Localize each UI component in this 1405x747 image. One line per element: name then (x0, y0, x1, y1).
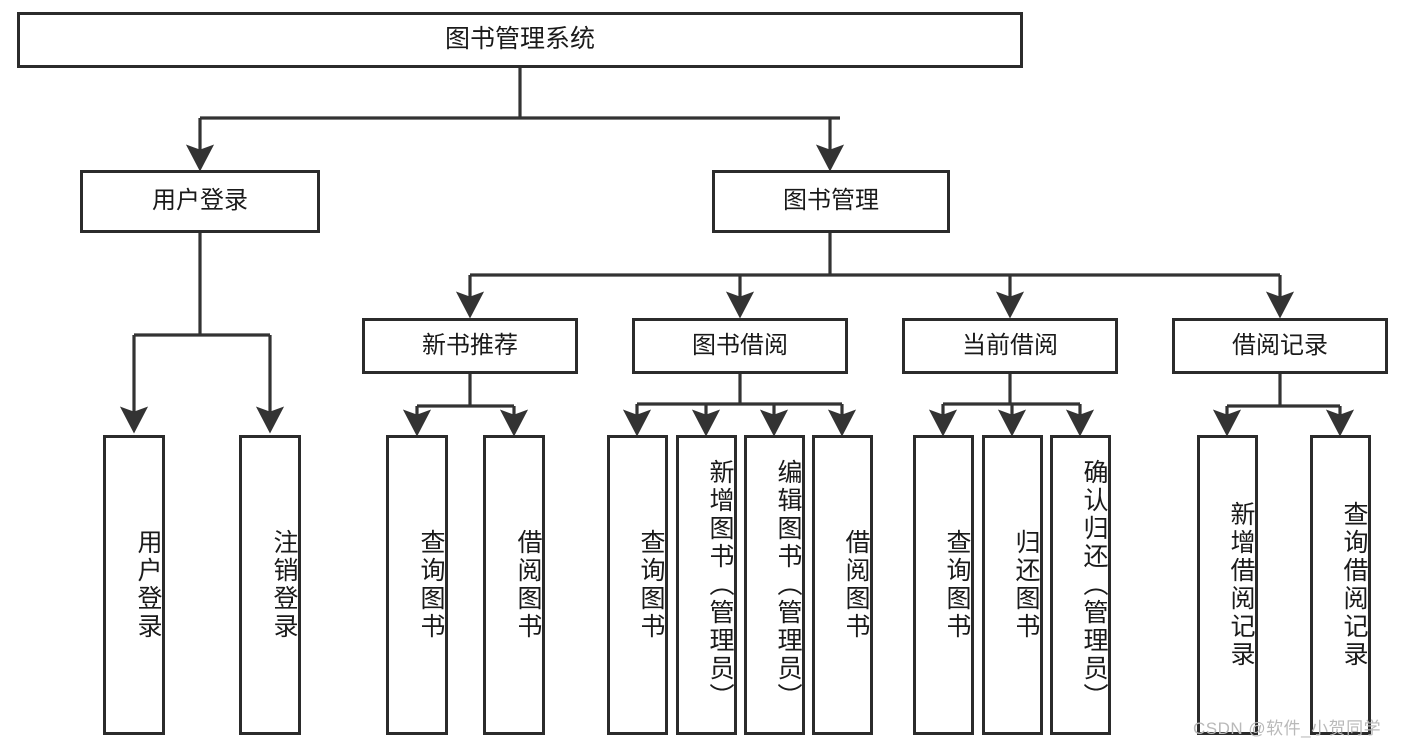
node-root-label: 图书管理系统 (444, 25, 595, 54)
node-book-manage-label: 图书管理 (783, 187, 879, 215)
node-leaf-logout-label: 注销登录 (270, 529, 298, 641)
node-leaf-edit-book[interactable]: 编辑图书（管理员） (744, 435, 805, 735)
node-leaf-add-record[interactable]: 新增借阅记录 (1197, 435, 1258, 735)
node-leaf-borrow-book-2-label: 借阅图书 (842, 529, 870, 641)
node-leaf-user-login-label: 用户登录 (134, 529, 162, 641)
node-leaf-query-book-1-label: 查询图书 (417, 529, 445, 641)
node-leaf-confirm-return[interactable]: 确认归还（管理员） (1050, 435, 1111, 735)
node-leaf-query-record-label: 查询借阅记录 (1340, 501, 1368, 669)
node-book-borrow-label: 图书借阅 (692, 331, 788, 359)
node-leaf-query-book-2-label: 查询图书 (637, 529, 665, 641)
node-borrow-record-label: 借阅记录 (1232, 331, 1328, 359)
node-leaf-query-record[interactable]: 查询借阅记录 (1310, 435, 1371, 735)
watermark: CSDN @软件_小贺同学 (1193, 719, 1382, 738)
node-new-book-rec[interactable]: 新书推荐 (362, 318, 578, 374)
node-leaf-query-book-2[interactable]: 查询图书 (607, 435, 668, 735)
node-book-borrow[interactable]: 图书借阅 (632, 318, 848, 374)
node-leaf-logout[interactable]: 注销登录 (239, 435, 301, 735)
node-root[interactable]: 图书管理系统 (17, 12, 1023, 68)
node-user-login[interactable]: 用户登录 (80, 170, 320, 233)
node-book-manage[interactable]: 图书管理 (712, 170, 950, 233)
node-leaf-add-book-label: 新增图书（管理员） (706, 459, 734, 711)
node-leaf-query-book-3[interactable]: 查询图书 (913, 435, 974, 735)
node-leaf-borrow-book-2[interactable]: 借阅图书 (812, 435, 873, 735)
node-borrow-record[interactable]: 借阅记录 (1172, 318, 1388, 374)
node-leaf-add-record-label: 新增借阅记录 (1227, 501, 1255, 669)
node-current-borrow[interactable]: 当前借阅 (902, 318, 1118, 374)
node-current-borrow-label: 当前借阅 (962, 331, 1058, 359)
node-new-book-rec-label: 新书推荐 (422, 331, 518, 359)
node-user-login-label: 用户登录 (152, 187, 248, 215)
node-leaf-query-book-1[interactable]: 查询图书 (386, 435, 448, 735)
node-leaf-add-book[interactable]: 新增图书（管理员） (676, 435, 737, 735)
node-leaf-query-book-3-label: 查询图书 (943, 529, 971, 641)
node-leaf-edit-book-label: 编辑图书（管理员） (774, 459, 802, 711)
node-leaf-borrow-book-1[interactable]: 借阅图书 (483, 435, 545, 735)
node-leaf-borrow-book-1-label: 借阅图书 (514, 529, 542, 641)
node-leaf-user-login[interactable]: 用户登录 (103, 435, 165, 735)
node-leaf-return-book[interactable]: 归还图书 (982, 435, 1043, 735)
node-leaf-return-book-label: 归还图书 (1012, 529, 1040, 641)
node-leaf-confirm-return-label: 确认归还（管理员） (1080, 459, 1108, 711)
